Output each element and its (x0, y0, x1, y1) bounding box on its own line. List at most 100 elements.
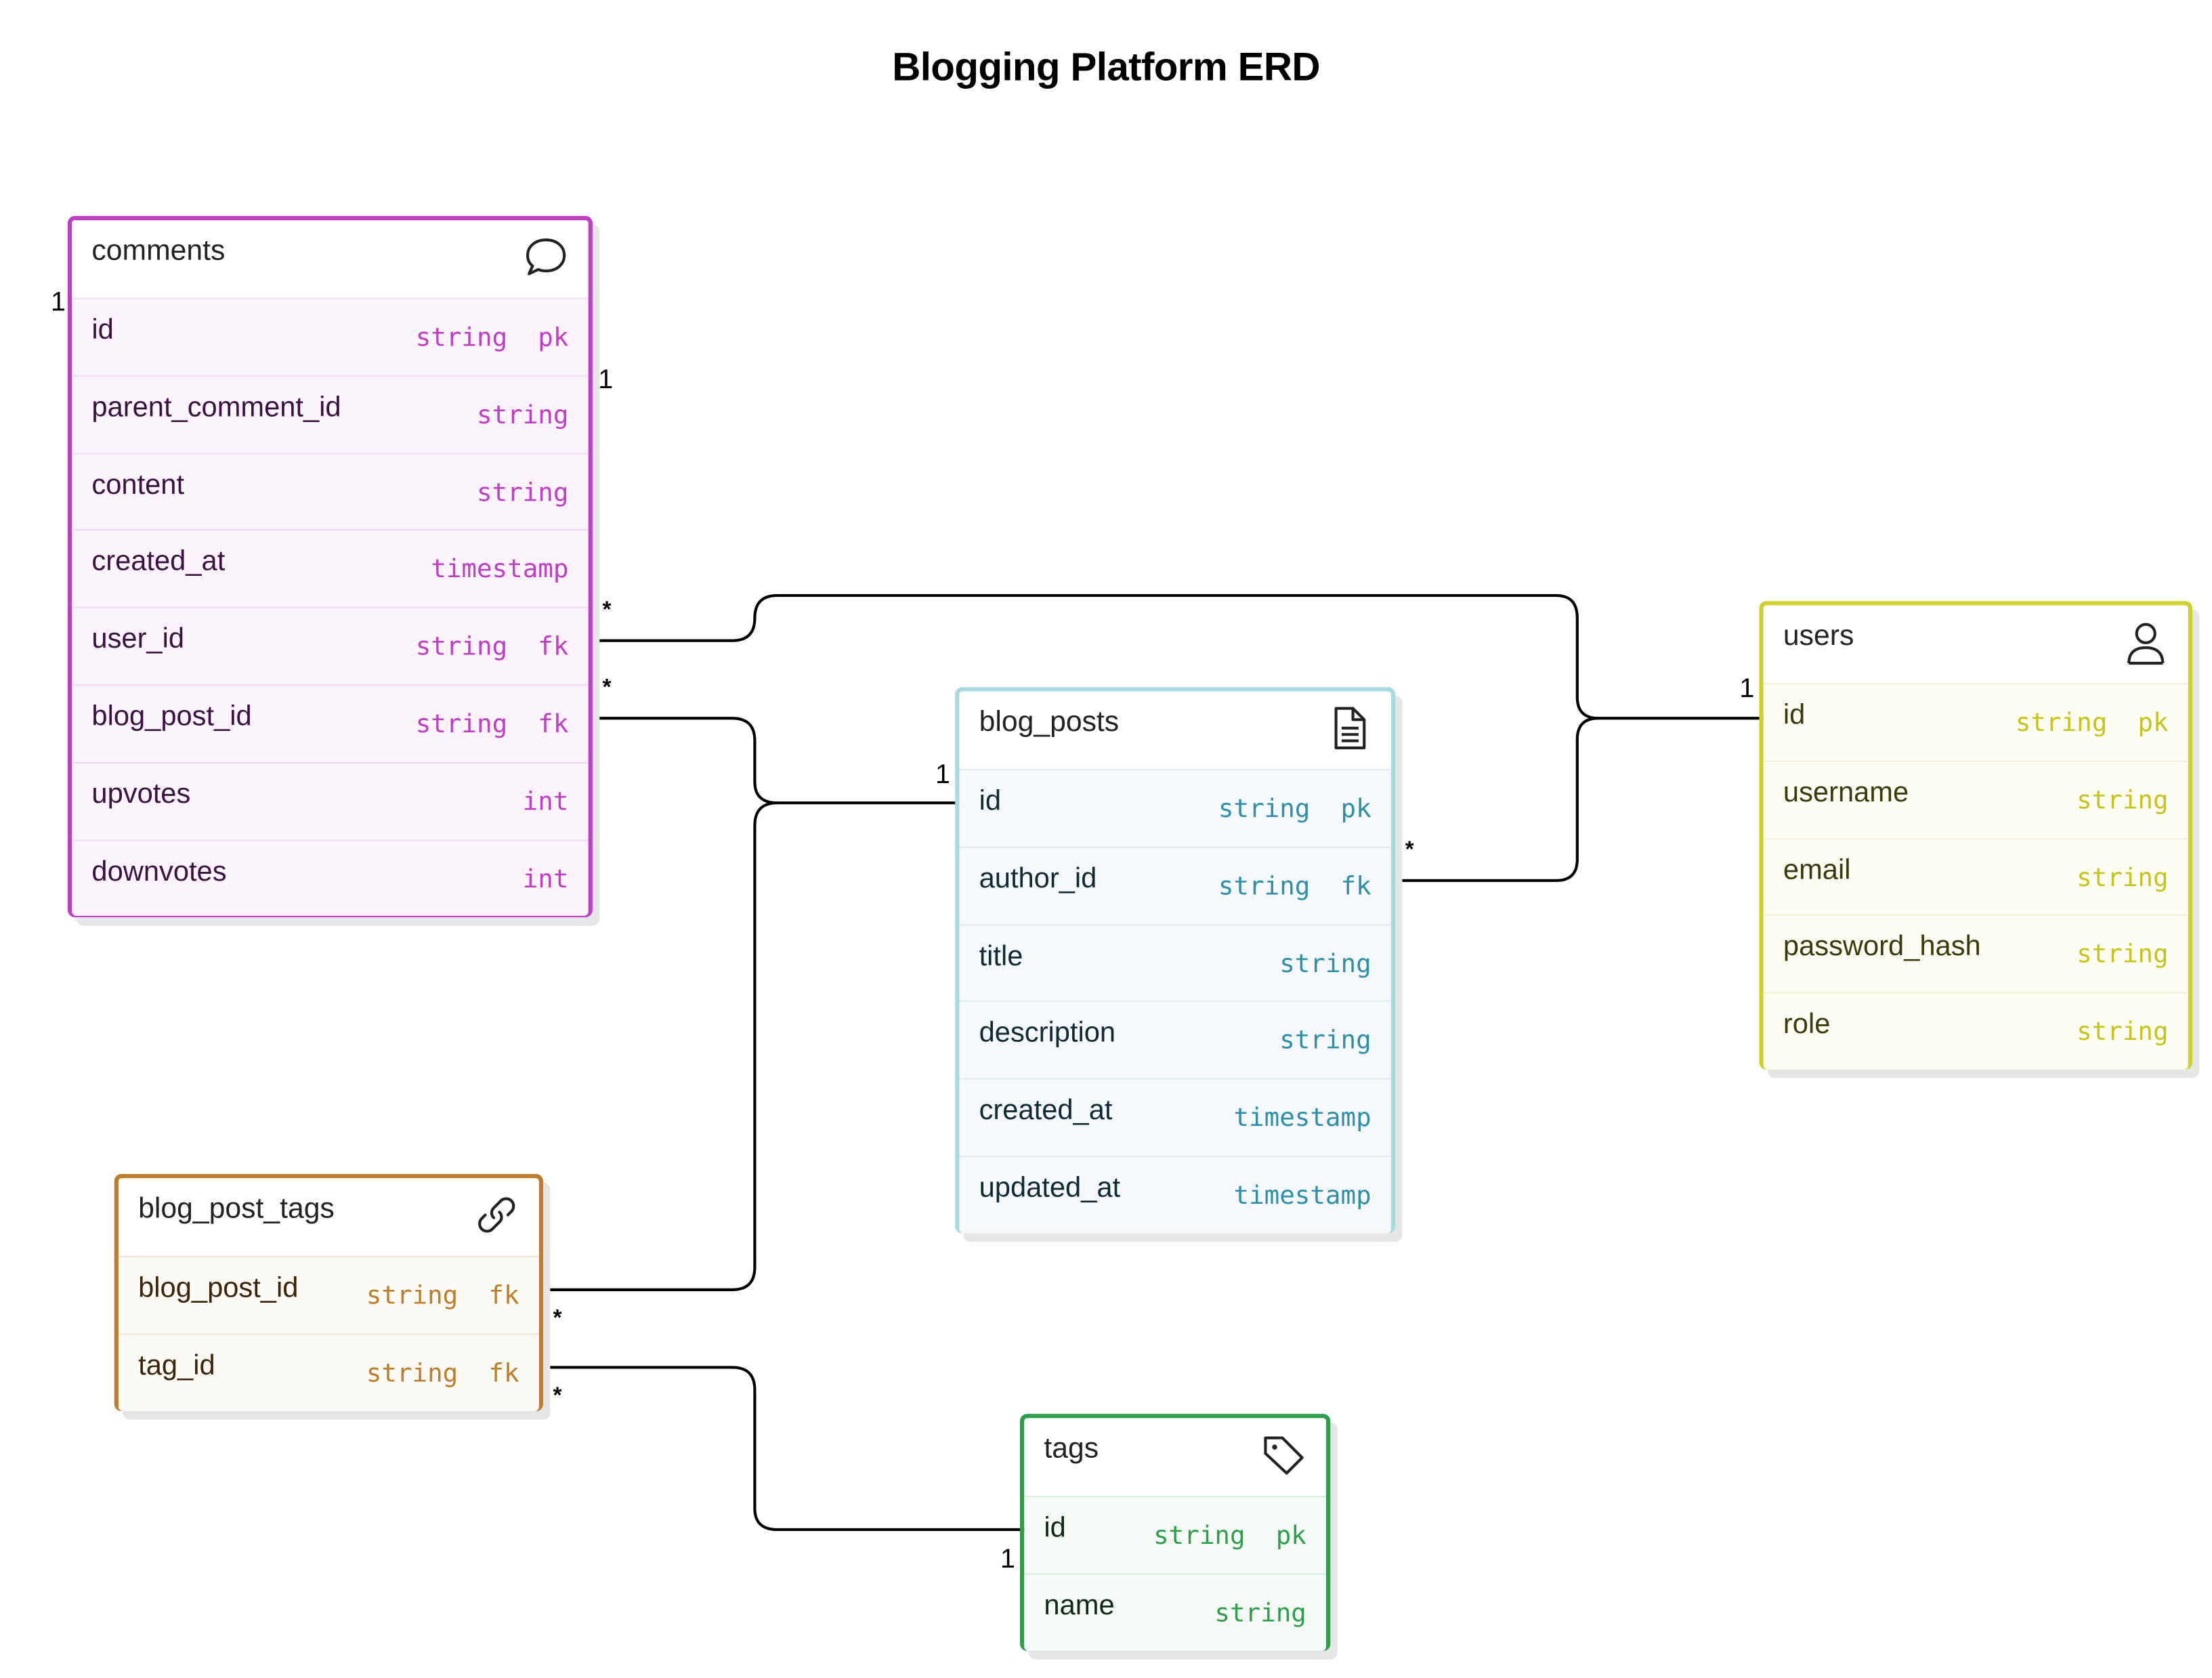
field-row[interactable]: tag_id string fk (118, 1333, 539, 1411)
entity-header: tags (1024, 1418, 1327, 1496)
field-type: string (2077, 1018, 2169, 1047)
field-type: string (1279, 949, 1371, 979)
entity-tags[interactable]: tags id string pk name string (1020, 1414, 1331, 1652)
field-type: string fk (1218, 871, 1371, 902)
entity-header: blog_post_tags (118, 1178, 539, 1256)
field-name: blog_post_id (91, 701, 252, 733)
field-type: timestamp (431, 555, 569, 585)
field-name: updated_at (979, 1172, 1121, 1204)
cardinality-label: 1 (1000, 1545, 1015, 1575)
cardinality-label: * (553, 1384, 562, 1408)
field-row[interactable]: upvotes int (72, 761, 589, 839)
field-type: string pk (2015, 708, 2169, 738)
field-type: string fk (366, 1358, 519, 1389)
field-type: string (476, 400, 569, 430)
edge-comments-user-id-to-users-id (581, 593, 1771, 720)
field-name: title (979, 940, 1023, 972)
speech-bubble-icon (522, 233, 570, 281)
field-type: int (522, 864, 569, 894)
field-name: password_hash (1783, 931, 1981, 963)
field-name: tag_id (138, 1350, 215, 1381)
field-name: id (1044, 1512, 1066, 1544)
entity-name: blog_post_tags (138, 1192, 335, 1225)
cardinality-label: 1 (598, 365, 614, 396)
entity-header: users (1763, 605, 2188, 684)
field-type: timestamp (1233, 1181, 1371, 1211)
field-type: string (1214, 1598, 1306, 1629)
field-type: string (2077, 940, 2169, 970)
entity-name: comments (91, 234, 226, 267)
field-type: string fk (415, 709, 569, 740)
field-name: created_at (979, 1095, 1113, 1127)
field-type: timestamp (1233, 1104, 1371, 1134)
edge-blog-posts-author-id-to-users-id (1385, 717, 1599, 882)
entity-name: users (1783, 619, 1854, 652)
field-name: user_id (91, 624, 185, 655)
cardinality-label: * (553, 1306, 562, 1331)
field-name: parent_comment_id (91, 392, 341, 423)
field-row[interactable]: email string (1763, 837, 2188, 915)
cardinality-label: 1 (50, 287, 66, 318)
user-icon (2122, 618, 2170, 666)
field-row[interactable]: blog_post_id string fk (72, 684, 589, 762)
field-name: downvotes (91, 856, 227, 887)
link-icon (473, 1191, 521, 1239)
field-row[interactable]: created_at timestamp (72, 529, 589, 608)
field-name: author_id (979, 863, 1097, 895)
field-row[interactable]: content string (72, 452, 589, 530)
field-row[interactable]: id string pk (72, 297, 589, 375)
edge-blog-post-tags-tag-id-to-tags-id (533, 1366, 1031, 1532)
field-row[interactable]: password_hash string (1763, 915, 2188, 992)
edge-comments-blog-post-id-to-blog-posts-id (581, 717, 966, 805)
entity-header: comments (72, 219, 589, 298)
field-name: name (1044, 1590, 1115, 1621)
cardinality-label: 1 (1739, 674, 1755, 705)
field-row[interactable]: name string (1024, 1573, 1327, 1651)
entity-name: blog_posts (979, 705, 1120, 738)
entity-header: blog_posts (959, 691, 1391, 770)
field-type: int (522, 786, 569, 817)
field-name: id (91, 314, 114, 346)
field-name: upvotes (91, 778, 191, 810)
field-type: string pk (415, 323, 569, 353)
field-row[interactable]: id string pk (1024, 1495, 1327, 1574)
field-type: string pk (1218, 794, 1371, 824)
field-row[interactable]: role string (1763, 992, 2188, 1070)
cardinality-label: 1 (935, 760, 951, 791)
field-row[interactable]: updated_at timestamp (959, 1155, 1391, 1234)
field-type: string (2077, 862, 2169, 893)
field-row[interactable]: parent_comment_id string (72, 375, 589, 453)
field-name: content (91, 469, 185, 501)
cardinality-label: * (1405, 838, 1414, 862)
field-type: string (476, 478, 569, 508)
field-row[interactable]: user_id string fk (72, 607, 589, 685)
document-icon (1325, 704, 1373, 752)
tag-icon (1260, 1431, 1308, 1479)
edge-blog-post-tags-blog-post-id-to-blog-posts-id (533, 801, 778, 1291)
field-type: string fk (366, 1281, 519, 1312)
field-type: string pk (1153, 1521, 1306, 1551)
field-name: role (1783, 1009, 1831, 1041)
field-name: created_at (91, 546, 226, 578)
field-row[interactable]: downvotes int (72, 839, 589, 917)
field-type: string fk (415, 632, 569, 663)
field-row[interactable]: author_id string fk (959, 846, 1391, 924)
field-name: description (979, 1018, 1116, 1049)
field-row[interactable]: created_at timestamp (959, 1078, 1391, 1156)
diagram-title: Blogging Platform ERD (892, 45, 1320, 89)
cardinality-label: * (602, 675, 612, 700)
field-name: email (1783, 854, 1851, 886)
field-type: string (2077, 785, 2169, 816)
entity-name: tags (1044, 1432, 1099, 1465)
field-row[interactable]: title string (959, 923, 1391, 1001)
